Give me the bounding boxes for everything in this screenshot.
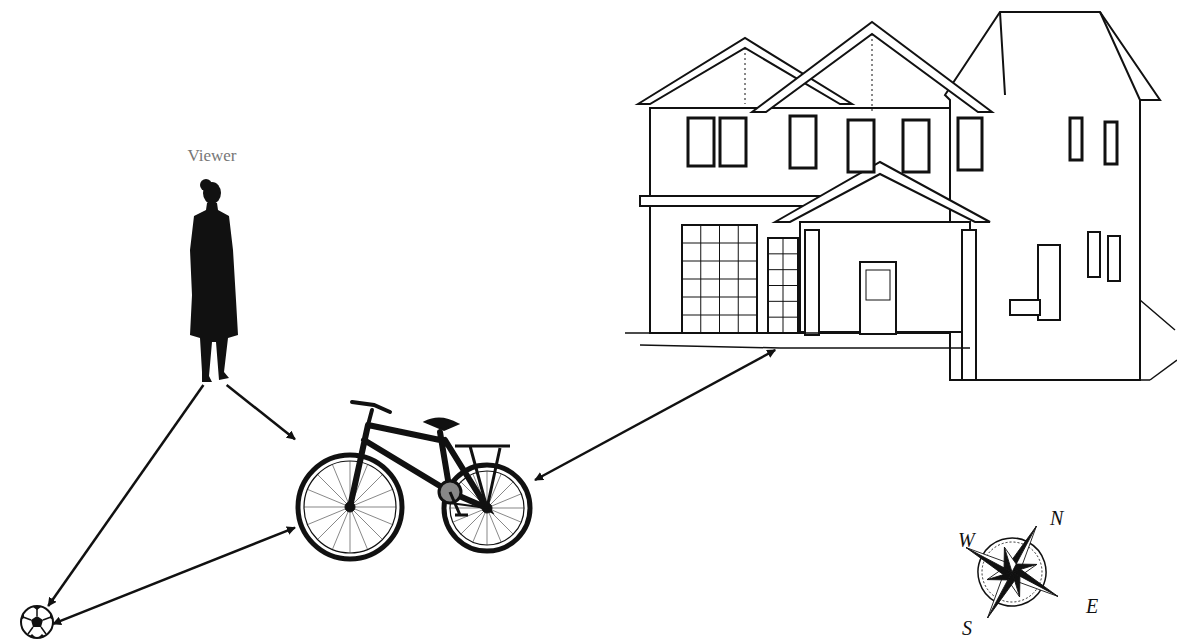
- house-window: [903, 120, 929, 172]
- wheel-spoke: [487, 494, 521, 508]
- drawing-stroke: [640, 196, 820, 206]
- arrow-connector: [535, 350, 775, 480]
- wheel-spoke: [317, 507, 350, 540]
- drawing-stroke: [455, 446, 510, 508]
- drawing-stroke: [31, 616, 43, 627]
- drawing-stroke: [444, 465, 530, 551]
- house-window: [1105, 122, 1117, 164]
- drawing-stroke: [805, 230, 819, 335]
- drawing-stroke: [682, 225, 798, 333]
- garage-panel: [719, 225, 720, 333]
- drawing-stroke: [1150, 360, 1177, 380]
- house-window: [720, 118, 746, 166]
- wheel-spoke: [304, 507, 350, 508]
- soccer-ball: [21, 606, 53, 638]
- arrow-connector: [53, 528, 295, 624]
- drawing-stroke: [23, 607, 51, 634]
- drawing-stroke: [450, 503, 487, 508]
- drawing-stroke: [352, 402, 390, 425]
- compass-letter: S: [962, 618, 972, 638]
- drawing-stroke: [21, 607, 53, 638]
- bicycle: [298, 402, 530, 559]
- drawing-stroke: [682, 225, 757, 333]
- drawing-stroke: [625, 300, 1175, 380]
- wheel-spoke: [350, 507, 351, 553]
- compass-letter: W: [958, 530, 975, 550]
- house-window: [790, 116, 816, 168]
- wheel-spoke: [332, 465, 350, 507]
- house-window: [688, 118, 714, 166]
- wheel-spoke: [350, 507, 368, 549]
- drawing-stroke: [1088, 232, 1100, 277]
- wheel-spoke: [461, 508, 487, 534]
- wheel-spoke: [487, 508, 501, 542]
- drawing-stroke: [1108, 236, 1120, 281]
- compass-point: [996, 547, 1021, 572]
- compass-rose: [942, 502, 1083, 641]
- wheel-spoke: [487, 508, 488, 545]
- compass-point: [996, 547, 1021, 572]
- compass-letter: N: [1050, 508, 1063, 528]
- drawing-stroke: [304, 461, 524, 553]
- drawing-stroke: [688, 116, 1117, 172]
- drawing-stroke: [962, 230, 976, 380]
- drawing-stroke: [450, 471, 524, 545]
- drawing-stroke: [1010, 300, 1040, 315]
- soccer-ball: [21, 606, 53, 638]
- drawing-stroke: [860, 262, 896, 334]
- drawing-stroke: [942, 502, 1083, 641]
- wheel-spoke: [308, 507, 350, 525]
- compass-letter: E: [1086, 596, 1098, 616]
- drawing-stroke: [200, 179, 212, 191]
- bicycle: [295, 395, 535, 565]
- house-drawing: [625, 12, 1177, 380]
- house-window: [958, 118, 982, 170]
- viewer-figure: Viewer: [169, 146, 255, 385]
- drawing-stroke: [768, 238, 798, 333]
- drawing-stroke: [745, 34, 872, 112]
- drawing-stroke: [21, 606, 53, 638]
- drawing-stroke: [350, 425, 487, 508]
- viewer-silhouette: [190, 179, 238, 382]
- garage-panel: [783, 238, 784, 333]
- drawing-stroke: [190, 203, 238, 382]
- wheel-spoke: [487, 508, 524, 509]
- wheel-spoke: [350, 507, 383, 540]
- drawing-stroke: [1000, 12, 1140, 100]
- arrow-connector: [227, 385, 295, 439]
- house: [640, 10, 1160, 350]
- house-window: [1070, 118, 1082, 160]
- drawing-stroke: [425, 418, 458, 430]
- garage-panel: [738, 225, 739, 333]
- drawing-stroke: [945, 12, 1160, 380]
- wheel-spoke: [317, 474, 350, 507]
- drawing-stroke: [971, 531, 1052, 612]
- wheel-spoke: [350, 489, 392, 507]
- figure-label: Viewer: [169, 146, 255, 166]
- drawing-stroke: [966, 526, 1058, 618]
- house-window: [848, 120, 874, 172]
- garage-panel: [700, 225, 701, 333]
- wheel-spoke: [350, 507, 396, 508]
- drawing-stroke: [866, 270, 890, 300]
- drawing-stroke: [1038, 245, 1060, 320]
